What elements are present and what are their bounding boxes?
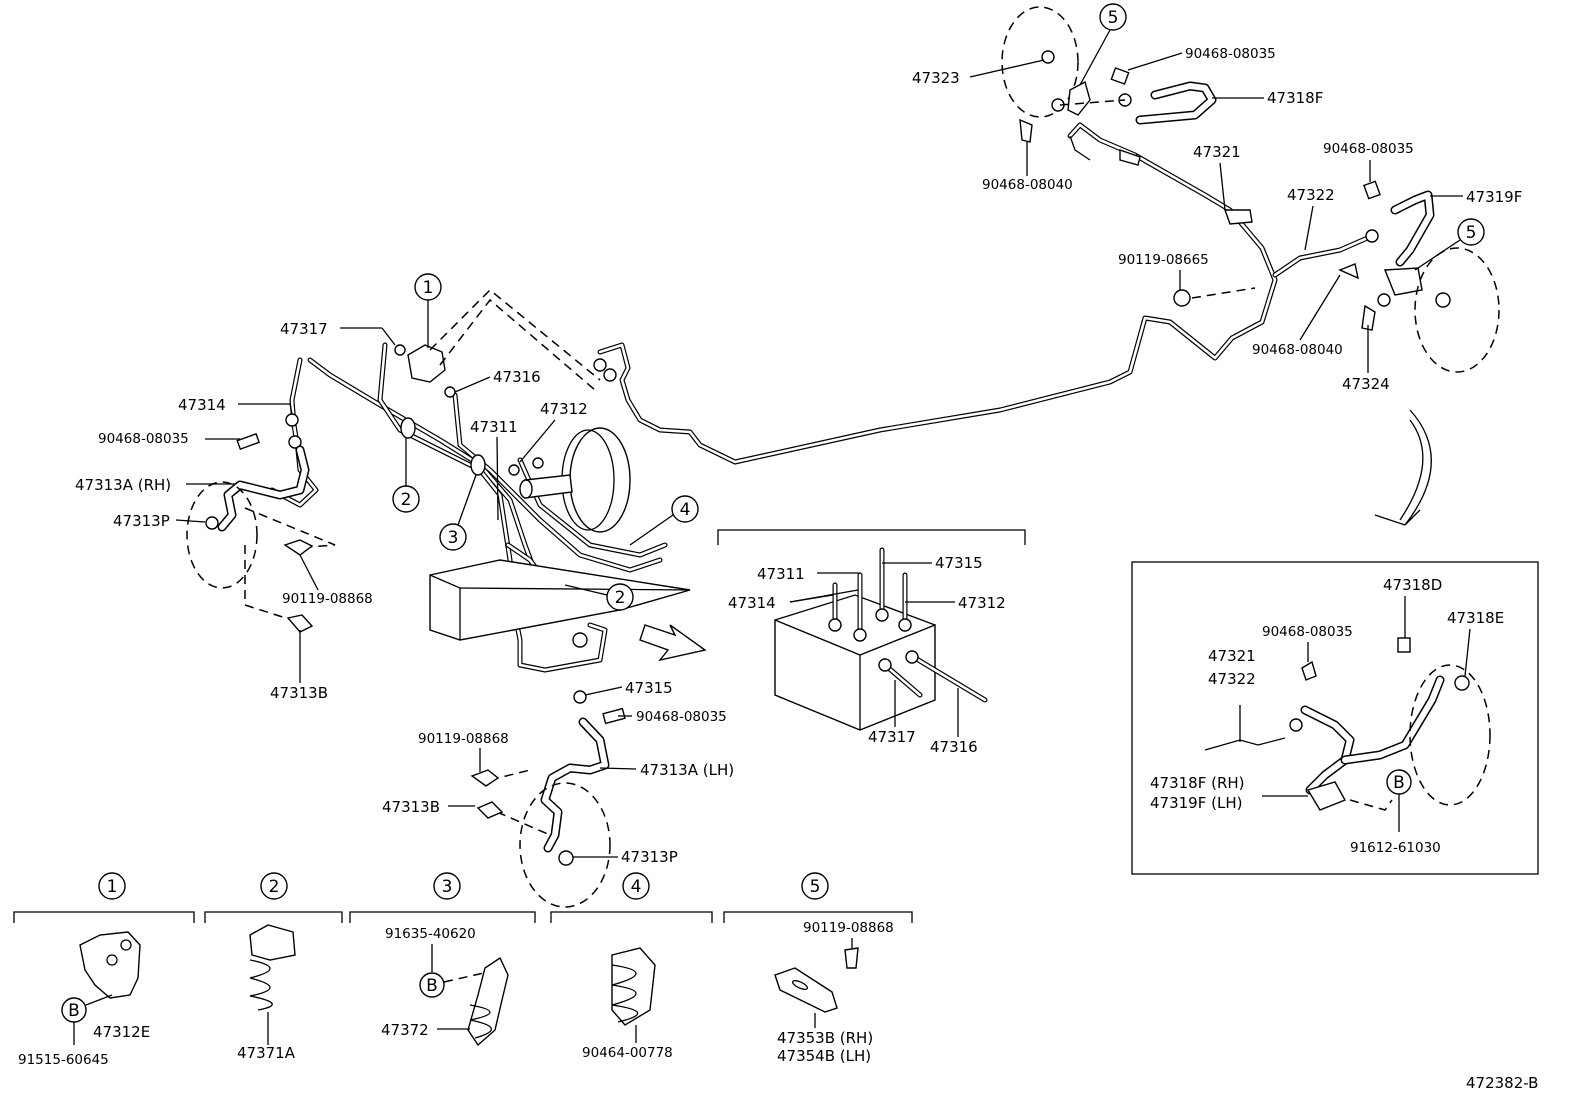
ilabel-91612-61030: 91612-61030 — [1350, 840, 1441, 856]
brake-booster — [569, 427, 631, 533]
rlabel-90468-08040-b: 90468-08040 — [1252, 342, 1343, 358]
inset-arrow — [1374, 409, 1432, 526]
label-47313B-left: 47313B — [270, 684, 328, 702]
svg-text:91635-40620: 91635-40620 — [385, 926, 476, 942]
svg-text:2: 2 — [269, 877, 280, 897]
rlabel-47321: 47321 — [1193, 143, 1241, 161]
label-47315-lower: 47315 — [625, 679, 673, 697]
rlabel-47319F: 47319F — [1466, 188, 1522, 206]
callout-1-main: 1 — [414, 273, 442, 348]
label-47313A-lh: 47313A (LH) — [640, 761, 734, 779]
ilabel-47318D: 47318D — [1383, 576, 1442, 594]
jlabel-47315: 47315 — [935, 554, 983, 572]
callout-5-rear-upper: 5 — [1079, 3, 1127, 86]
svg-text:90464-00778: 90464-00778 — [582, 1045, 673, 1061]
svg-text:3: 3 — [442, 877, 453, 897]
svg-text:5: 5 — [1466, 223, 1477, 243]
label-47313B-lower: 47313B — [382, 798, 440, 816]
drawing-number: 472382-B — [1466, 1074, 1538, 1092]
callout-5-rear-lower: 5 — [1414, 218, 1485, 271]
rear-lower-brake — [1173, 180, 1500, 373]
rlabel-47323: 47323 — [912, 69, 960, 87]
callout-2-main-b: 2 — [564, 583, 634, 611]
svg-text:4: 4 — [680, 500, 691, 520]
front-rh-hose — [186, 445, 336, 633]
label-47314: 47314 — [178, 396, 226, 414]
ilabel-47318F-rh: 47318F (RH) — [1150, 774, 1245, 792]
tube-clamp-b — [467, 956, 509, 1047]
label-47311: 47311 — [470, 418, 518, 436]
svg-text:B: B — [426, 976, 438, 996]
svg-text:91515-60645: 91515-60645 — [18, 1052, 109, 1068]
main-brake-tube — [597, 122, 1375, 465]
detail-1: 1 B 91515-60645 47312E — [13, 872, 195, 1068]
callout-4-main: 4 — [629, 495, 699, 546]
front-brake-lines — [236, 288, 707, 725]
jlabel-47316: 47316 — [930, 738, 978, 756]
svg-text:1: 1 — [107, 877, 118, 897]
ilabel-90468-08035: 90468-08035 — [1262, 624, 1353, 640]
svg-text:B: B — [68, 1001, 80, 1021]
detail-5: 5 90119-08868 47353B (RH) 47354B (LH) — [723, 872, 913, 1065]
jlabel-47311: 47311 — [757, 565, 805, 583]
rlabel-47318F: 47318F — [1267, 89, 1323, 107]
svg-text:47353B (RH): 47353B (RH) — [777, 1029, 873, 1047]
svg-text:2: 2 — [401, 490, 412, 510]
detail-4: 4 90464-00778 — [550, 872, 713, 1061]
jlabel-47317: 47317 — [868, 728, 916, 746]
label-47317: 47317 — [280, 320, 328, 338]
label-47313P-left: 47313P — [113, 512, 170, 530]
svg-text:B: B — [1393, 773, 1405, 793]
svg-text:47354B (LH): 47354B (LH) — [777, 1047, 871, 1065]
svg-text:3: 3 — [448, 528, 459, 548]
ilabel-47322: 47322 — [1208, 670, 1256, 688]
rlabel-47322: 47322 — [1287, 186, 1335, 204]
jlabel-47314: 47314 — [728, 594, 776, 612]
svg-text:47371A: 47371A — [237, 1044, 296, 1062]
detail-3: 3 91635-40620 B 47372 — [349, 872, 536, 1047]
proportioning-valve — [407, 344, 446, 383]
front-lh-hose — [470, 717, 611, 908]
label-47316: 47316 — [493, 368, 541, 386]
label-47312: 47312 — [540, 400, 588, 418]
svg-text:5: 5 — [810, 877, 821, 897]
ilabel-47318E: 47318E — [1447, 609, 1504, 627]
rlabel-90468-08035-b: 90468-08035 — [1323, 141, 1414, 157]
svg-text:4: 4 — [631, 877, 642, 897]
label-90468-08035-left: 90468-08035 — [98, 431, 189, 447]
svg-text:47372: 47372 — [381, 1021, 429, 1039]
ilabel-47321: 47321 — [1208, 647, 1256, 665]
rlabel-90468-08040-a: 90468-08040 — [982, 177, 1073, 193]
ilabel-47319F-lh: 47319F (LH) — [1150, 794, 1242, 812]
rlabel-47324: 47324 — [1342, 375, 1390, 393]
svg-text:1: 1 — [423, 278, 434, 298]
svg-text:2: 2 — [615, 588, 626, 608]
tube-clamp — [249, 924, 296, 961]
label-90119-08868-lower: 90119-08868 — [418, 731, 509, 747]
rlabel-90468-08035-a: 90468-08035 — [1185, 46, 1276, 62]
rear-upper-brake — [1001, 6, 1253, 225]
inset-detail — [1131, 561, 1539, 875]
label-47313A-rh: 47313A (RH) — [75, 476, 171, 494]
jlabel-47312: 47312 — [958, 594, 1006, 612]
detail-2: 2 47371A — [204, 872, 343, 1062]
label-90119-08868-left: 90119-08868 — [282, 591, 373, 607]
callout-3-main: 3 — [439, 474, 477, 551]
callout-2-main-a: 2 — [392, 438, 420, 513]
label-90468-08035-lower: 90468-08035 — [636, 709, 727, 725]
rlabel-90119-08665: 90119-08665 — [1118, 252, 1209, 268]
label-47313P-lower: 47313P — [621, 848, 678, 866]
svg-text:5: 5 — [1108, 8, 1119, 28]
svg-text:90119-08868: 90119-08868 — [803, 920, 894, 936]
svg-text:47312E: 47312E — [93, 1023, 150, 1041]
